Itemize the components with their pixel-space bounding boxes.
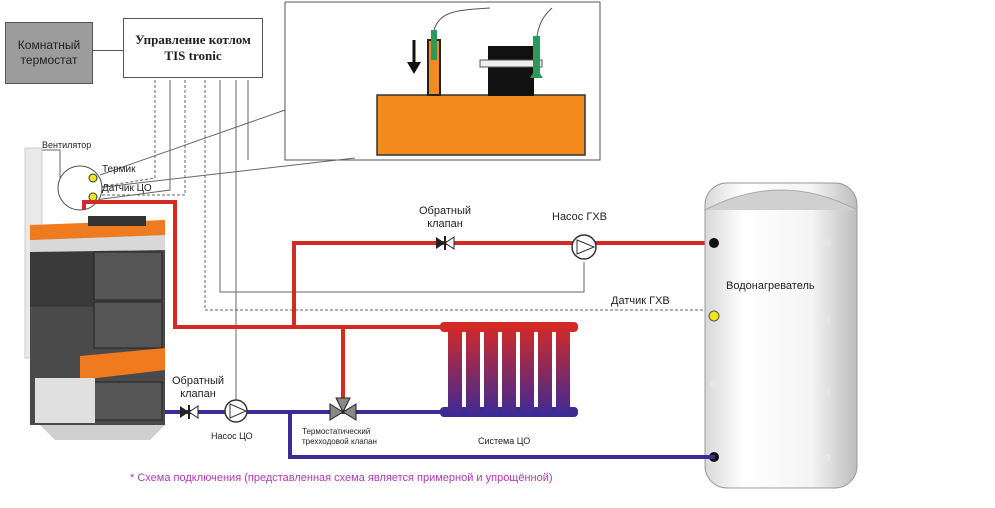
- three-way-valve-label: Термостатический трехходовой клапан: [302, 427, 377, 446]
- controller-box: Управление котлом TIS tronic: [123, 18, 263, 78]
- dhw-pump-icon: [571, 234, 597, 260]
- arrow-down-icon: [407, 62, 421, 74]
- return-pipes: [165, 410, 715, 459]
- thermostat-link: [93, 50, 123, 51]
- check-valve-bottom-label: Обратный клапан: [171, 375, 224, 400]
- footnote: * Схема подключения (представленная схем…: [130, 472, 553, 484]
- check-valve-top-icon: [436, 236, 455, 250]
- controller-model: TIS tronic: [164, 48, 222, 63]
- tank-hot-inlet: [709, 238, 719, 248]
- control-wiring: [40, 80, 715, 405]
- radiator: [440, 322, 578, 417]
- co-pump-icon: [224, 399, 248, 423]
- inset-thermostat-body: [488, 46, 534, 96]
- inset-boiler-wall: [376, 94, 586, 156]
- inset-sensor-probe: [431, 30, 437, 60]
- dhw-sensor-label: Датчик ГХВ: [611, 295, 670, 307]
- co-pump-label: Насос ЦО: [211, 431, 253, 441]
- three-way-valve-icon: [329, 397, 357, 421]
- termik-label: Термик: [102, 164, 136, 175]
- check-valve-bottom-icon: [180, 405, 199, 419]
- boiler: [24, 147, 165, 440]
- dhw-sensor-dot: [708, 310, 720, 322]
- water-heater-label: Водонагреватель: [726, 280, 815, 292]
- co-system-label: Система ЦО: [478, 436, 531, 446]
- water-heater-tank: [704, 182, 858, 489]
- check-valve-top-label: Обратный клапан: [418, 205, 471, 230]
- co-sensor-dot: [88, 192, 98, 202]
- controller-title: Управление котлом: [135, 32, 251, 47]
- termik-sensor-dot: [88, 173, 98, 183]
- fan-label: Вентилятор: [42, 140, 92, 150]
- sensor-inset: [284, 1, 601, 161]
- room-thermostat-label: Комнатный термостат: [17, 38, 81, 67]
- dhw-pump-label: Насос ГХВ: [552, 211, 607, 223]
- room-thermostat-box: Комнатный термостат: [5, 22, 93, 84]
- co-sensor-label: Датчик ЦО: [102, 183, 152, 194]
